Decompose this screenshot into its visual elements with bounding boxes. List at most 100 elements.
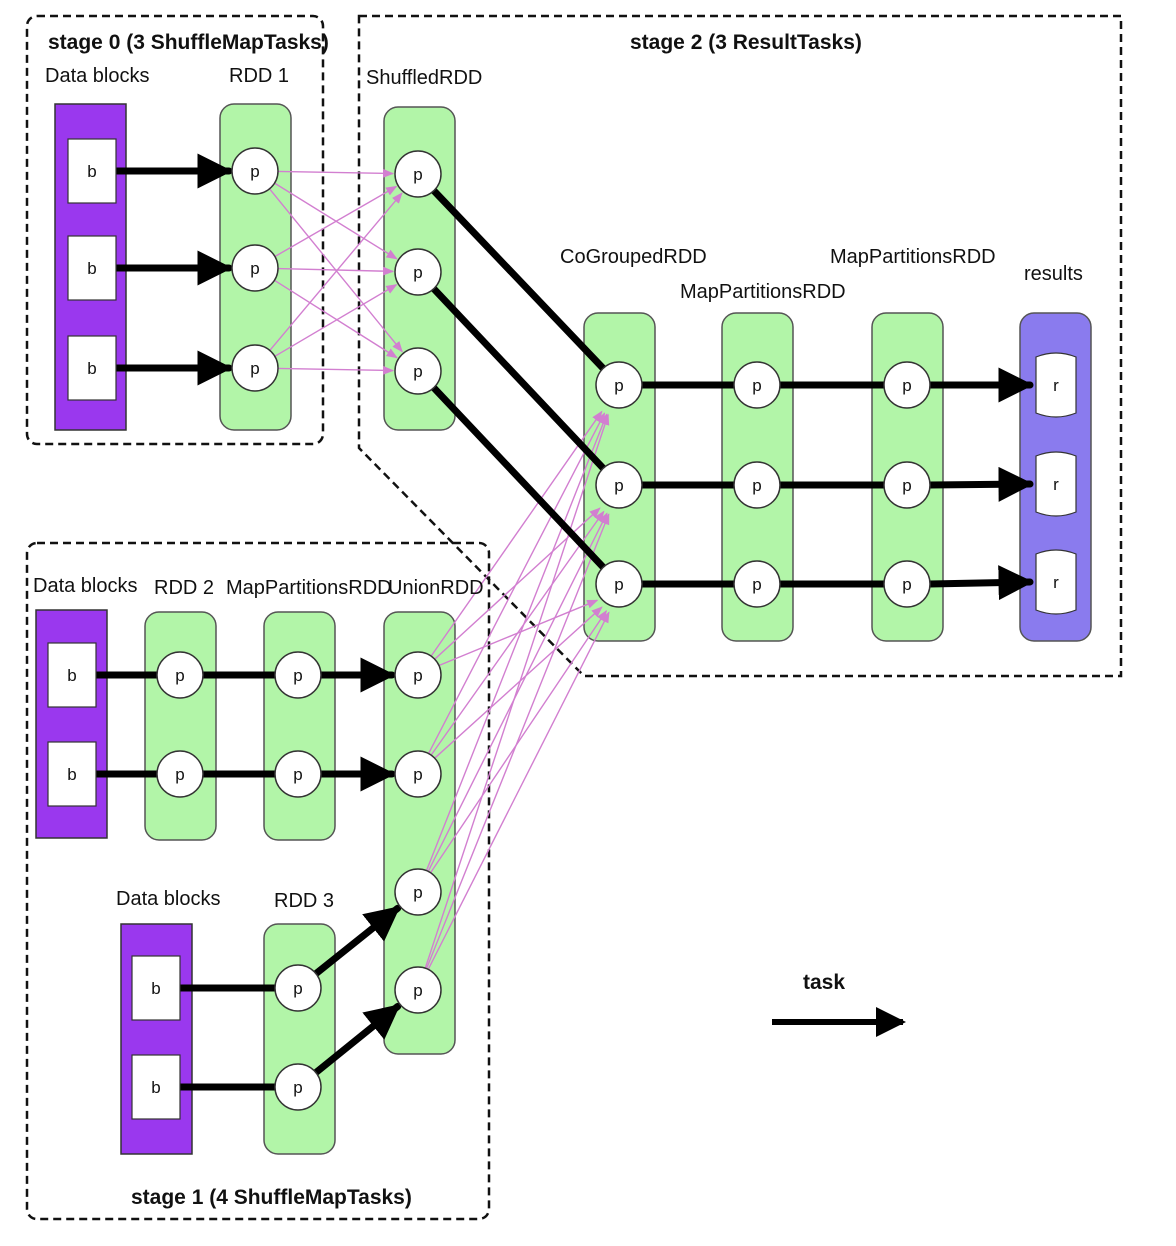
map-partitions-c-partition-1: p <box>274 750 322 798</box>
union-partition-2-text: p <box>413 883 422 902</box>
shuffle-edge-union-0-to-cogrouped-0 <box>430 410 603 657</box>
map-partitions-a-partition-1: p <box>733 461 781 509</box>
union-partition-2-circle <box>394 868 442 916</box>
shuffled-partition-0-circle <box>394 150 442 198</box>
map-partitions-c-group <box>263 611 336 841</box>
stage-0-boundary <box>25 14 325 446</box>
data-block-0-1-box <box>67 235 117 301</box>
rdd1-partition-0: p <box>231 147 279 195</box>
data-block-1-0: b <box>47 642 97 708</box>
map-partitions-a-partition-0-text: p <box>752 376 761 395</box>
data-block-2-1-text: b <box>151 1078 160 1097</box>
data-block-1-1: b <box>47 741 97 807</box>
shuffled-partition-0-text: p <box>413 165 422 184</box>
shuffle-edge-union-2-to-cogrouped-0 <box>425 413 608 871</box>
map-partitions-c-partition-1-circle <box>274 750 322 798</box>
rdd1-partition-2-circle <box>231 344 279 392</box>
union-rdd-label: UnionRDD <box>388 577 484 599</box>
rdd3-partition-0-text: p <box>293 979 302 998</box>
union-partition-0: p <box>394 651 442 699</box>
data-block-0-1-text: b <box>87 259 96 278</box>
data-block-2-1: b <box>131 1054 181 1120</box>
map-partitions-a-partition-0-circle <box>733 361 781 409</box>
result-1-text: r <box>1053 475 1059 494</box>
rdd2-partition-0-circle <box>156 651 204 699</box>
map-partitions-b-partition-1-circle <box>883 461 931 509</box>
data-block-1-0-box <box>47 642 97 708</box>
rdd2-partition-0-text: p <box>175 666 184 685</box>
rdd1-partition-0-text: p <box>250 162 259 181</box>
map-partitions-b-partition-2-circle <box>883 560 931 608</box>
map-partitions-a-partition-0: p <box>733 361 781 409</box>
stage-1-title: stage 1 (4 ShuffleMapTasks) <box>131 1186 412 1209</box>
stage-0-title: stage 0 (3 ShuffleMapTasks) <box>48 31 329 54</box>
shuffle-edge-union-2-to-cogrouped-1 <box>427 512 608 872</box>
rdd3-partition-1: p <box>274 1063 322 1111</box>
union-partition-1: p <box>394 750 442 798</box>
shuffle-edge-rdd1-2-to-shuffled-2 <box>277 365 395 375</box>
map-partitions-a-partition-1-text: p <box>752 476 761 495</box>
map-partitions-c-partition-0-text: p <box>293 666 302 685</box>
union-partition-1-circle <box>394 750 442 798</box>
result-1: r <box>1035 451 1077 517</box>
result-0-shape <box>1035 352 1077 418</box>
result-0-text: r <box>1053 376 1059 395</box>
map-partitions-b-label: MapPartitionsRDD <box>830 246 996 268</box>
map-partitions-a-partition-2: p <box>733 560 781 608</box>
map-partitions-c-partition-1-text: p <box>293 765 302 784</box>
data-block-0-2: b <box>67 335 117 401</box>
data-block-1-0-text: b <box>67 666 76 685</box>
cogrouped-partition-1: p <box>595 461 643 509</box>
rdd3-partition-0-circle <box>274 964 322 1012</box>
map-partitions-c-partition-0-circle <box>274 651 322 699</box>
shuffled-partition-1-circle <box>394 248 442 296</box>
data-block-0-0-box <box>67 138 117 204</box>
data-block-0-1: b <box>67 235 117 301</box>
cogrouped-partition-0-text: p <box>614 376 623 395</box>
result-2-text: r <box>1053 573 1059 592</box>
union-partition-0-circle <box>394 651 442 699</box>
shuffle-edge-union-1-to-cogrouped-1 <box>430 510 605 756</box>
rdd1-label: RDD 1 <box>229 65 289 87</box>
map-partitions-a-partition-2-text: p <box>752 575 761 594</box>
rdd1-partition-2-text: p <box>250 359 259 378</box>
map-partitions-c-partition-0: p <box>274 651 322 699</box>
map-partitions-a-partition-2-circle <box>733 560 781 608</box>
cogrouped-partition-1-text: p <box>614 476 623 495</box>
cogrouped-partition-2-circle <box>595 560 643 608</box>
rdd3-label: RDD 3 <box>274 890 334 912</box>
union-partition-3-circle <box>394 966 442 1014</box>
shuffle-edge-rdd1-0-to-shuffled-0 <box>277 168 395 178</box>
stage-2-boundary <box>357 14 1123 678</box>
map-partitions-b-partition-0: p <box>883 361 931 409</box>
cogrouped-partition-2-text: p <box>614 575 623 594</box>
map-partitions-b-partition-1: p <box>883 461 931 509</box>
shuffle-edge-rdd1-2-to-shuffled-1 <box>274 284 398 357</box>
shuffle-dependency-edges <box>268 168 610 970</box>
shuffle-edge-rdd1-1-to-shuffled-2 <box>274 279 398 359</box>
task-edge-shuffled-2 <box>430 384 607 571</box>
rdd2-partition-0: p <box>156 651 204 699</box>
rdd2-partition-1: p <box>156 750 204 798</box>
cogrouped-rdd-label: CoGroupedRDD <box>560 246 707 268</box>
stage-1-boundary <box>25 541 491 1221</box>
rdd1-partition-0-circle <box>231 147 279 195</box>
task-edge-mapb-2 <box>926 565 1034 601</box>
map-partitions-b-partition-1-text: p <box>902 476 911 495</box>
cogrouped-partition-0: p <box>595 361 643 409</box>
shuffled-partition-2-circle <box>394 347 442 395</box>
rdd1-partition-1: p <box>231 244 279 292</box>
rdd3-partition-0: p <box>274 964 322 1012</box>
legend-task-label: task <box>803 971 845 994</box>
rdd2-partition-1-circle <box>156 750 204 798</box>
task-edge-shuffled-1 <box>430 285 607 472</box>
data-block-0-2-box <box>67 335 117 401</box>
shuffled-partition-2-text: p <box>413 362 422 381</box>
cogrouped-partition-0-circle <box>595 361 643 409</box>
shuffle-edge-union-1-to-cogrouped-2 <box>434 606 603 759</box>
shuffle-edge-union-3-to-cogrouped-1 <box>425 513 610 969</box>
shuffled-partition-1-text: p <box>413 263 422 282</box>
results-label: results <box>1024 263 1083 285</box>
rdd1-partition-2: p <box>231 344 279 392</box>
